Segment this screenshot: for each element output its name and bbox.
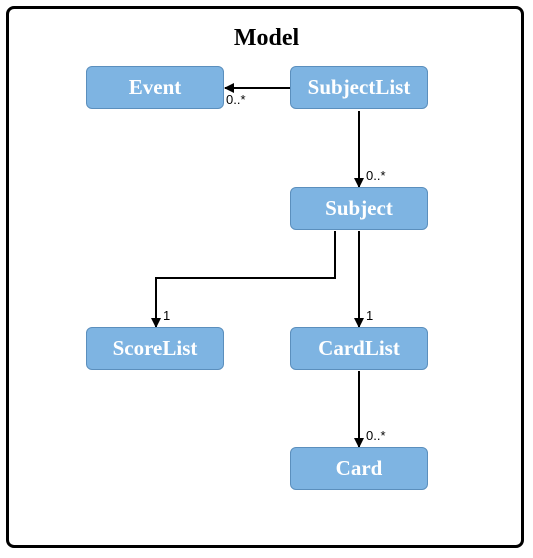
node-card: Card bbox=[290, 447, 428, 490]
multiplicity-label-cardlist: 1 bbox=[366, 308, 373, 323]
multiplicity-label-card: 0..* bbox=[366, 428, 386, 443]
multiplicity-label-event: 0..* bbox=[226, 92, 246, 107]
model-frame bbox=[6, 6, 524, 548]
node-cardlist: CardList bbox=[290, 327, 428, 370]
edge-subject-to-scorelist bbox=[151, 231, 336, 328]
multiplicity-label-subject: 0..* bbox=[366, 168, 386, 183]
node-scorelist: ScoreList bbox=[86, 327, 224, 370]
diagram-title: Model bbox=[233, 25, 300, 51]
node-event: Event bbox=[86, 66, 224, 109]
node-subjectlist: SubjectList bbox=[290, 66, 428, 109]
node-subject: Subject bbox=[290, 187, 428, 230]
multiplicity-label-scorelist: 1 bbox=[163, 308, 170, 323]
